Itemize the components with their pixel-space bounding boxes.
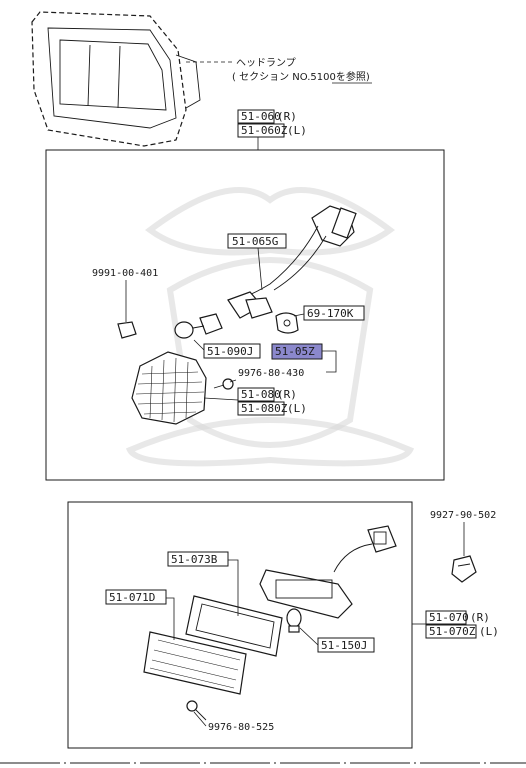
lower-clip-part <box>451 555 477 583</box>
harness-label[interactable]: 51-065G <box>232 235 278 248</box>
lens-r-side: (R) <box>277 388 297 401</box>
lower-lens-label-box[interactable] <box>105 589 167 605</box>
highlighted-part-label[interactable]: 51-05Z <box>275 345 315 358</box>
screw-upper-label[interactable]: 9976-80-430 <box>238 368 304 379</box>
watermark-emblem <box>125 187 415 467</box>
gasket-label[interactable]: 51-073B <box>171 553 218 566</box>
lower-callout-r[interactable]: 51-070 <box>429 611 469 624</box>
upper-callout-l-side: (L) <box>287 124 307 137</box>
lower-screw-label[interactable]: 9976-80-525 <box>208 722 274 733</box>
bulb-label-box[interactable] <box>203 343 261 359</box>
clip-part <box>117 321 137 339</box>
upper-assembly-frame <box>45 149 445 481</box>
lower-lens-label[interactable]: 51-071D <box>109 591 155 604</box>
socket-label-box[interactable] <box>303 305 365 321</box>
clip-label[interactable]: 9991-00-401 <box>92 268 158 279</box>
bulb-socket <box>174 313 223 339</box>
gasket-part <box>185 595 283 657</box>
socket-part <box>275 312 299 334</box>
upper-callout-r-box[interactable] <box>237 109 275 124</box>
socket-label[interactable]: 69-170K <box>307 307 354 320</box>
screw-upper <box>213 378 234 390</box>
lower-clip-label[interactable]: 9927-90-502 <box>430 510 496 521</box>
upper-callout-r[interactable]: 51-060 <box>241 110 281 123</box>
lower-callout-l[interactable]: 51-070Z <box>429 625 476 638</box>
highlighted-part-box[interactable] <box>271 343 323 360</box>
lens-r-label-box[interactable] <box>237 387 275 402</box>
bulb-label[interactable]: 51-090J <box>207 345 253 358</box>
upper-callout-l-box[interactable] <box>237 123 285 138</box>
lens-r-label[interactable]: 51-080 <box>241 388 281 401</box>
lower-screw <box>186 700 207 721</box>
upper-callout-r-side: (R) <box>277 110 297 123</box>
harness-label-box[interactable] <box>227 233 287 249</box>
headlamp-note-line1: ヘッドランプ <box>236 57 296 69</box>
lower-bulb-label[interactable]: 51-150J <box>321 639 367 652</box>
lens-l-label-box[interactable] <box>237 401 285 416</box>
gasket-label-box[interactable] <box>167 551 229 567</box>
upper-callout-l[interactable]: 51-060Z <box>241 124 288 137</box>
lower-assembly-frame <box>67 501 413 749</box>
headlamp-note-line2: ( セクション NO.5100を参照) <box>232 70 370 83</box>
lower-bulb <box>286 608 302 633</box>
lower-housing <box>259 525 397 619</box>
wiring-harness <box>227 205 357 319</box>
lens-l-side: (L) <box>287 402 307 415</box>
headlamp-illustration <box>31 11 201 147</box>
lower-callout-r-side: (R) <box>470 611 490 624</box>
lower-callout-l-side: (L) <box>479 625 499 638</box>
lens-l-label[interactable]: 51-080Z <box>241 402 288 415</box>
lower-lens <box>143 631 247 695</box>
lower-callout-l-box[interactable] <box>425 624 477 639</box>
upper-lens <box>131 351 207 425</box>
lower-callout-r-box[interactable] <box>425 610 467 625</box>
